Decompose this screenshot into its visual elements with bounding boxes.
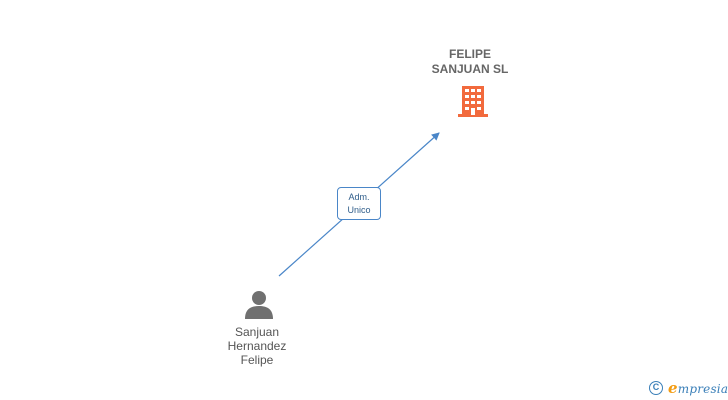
role-badge[interactable]: Adm. Unico bbox=[337, 187, 381, 220]
person-name-line2: Hernandez bbox=[227, 339, 287, 353]
brand-watermark: C empresia bbox=[649, 378, 728, 398]
person-name[interactable]: Sanjuan Hernandez Felipe bbox=[207, 325, 307, 367]
brand-initial: e bbox=[668, 379, 678, 397]
company-name-line2: SANJUAN SL bbox=[431, 62, 509, 76]
copyright-icon: C bbox=[649, 381, 663, 395]
person-icon[interactable] bbox=[244, 289, 274, 319]
role-line1: Adm. bbox=[348, 192, 370, 202]
brand-rest: mpresia bbox=[677, 382, 728, 396]
company-name-line1: FELIPE bbox=[448, 47, 491, 61]
brand-name: empresia bbox=[668, 379, 728, 397]
person-name-line3: Felipe bbox=[240, 353, 274, 367]
building-icon[interactable] bbox=[456, 84, 490, 118]
role-line2: Unico bbox=[347, 205, 371, 215]
person-name-line1: Sanjuan bbox=[234, 325, 280, 339]
company-name[interactable]: FELIPE SANJUAN SL bbox=[410, 47, 530, 77]
